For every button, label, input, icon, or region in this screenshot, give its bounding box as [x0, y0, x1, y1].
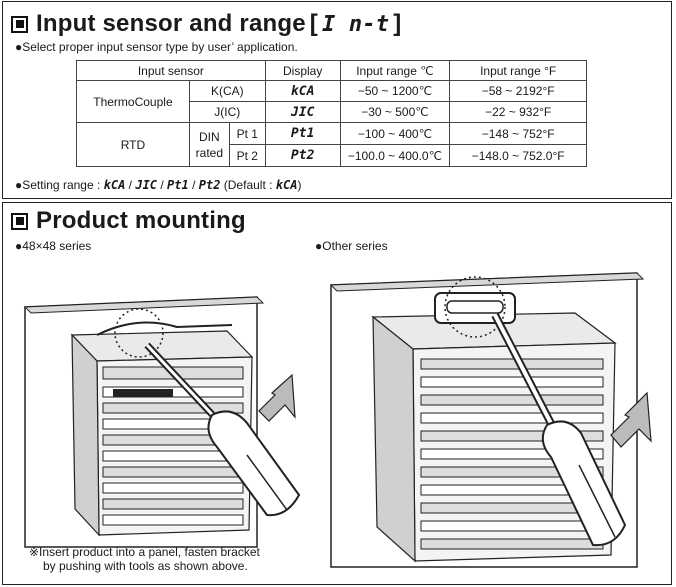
header-range-c: Input range ℃ — [339, 60, 451, 81]
din-label: DIN — [199, 129, 220, 144]
mounting-illustration-48x48 — [23, 296, 301, 548]
rtd-label: RTD — [76, 122, 190, 167]
code-bracket-open: [ — [309, 10, 318, 37]
range-c: −100.0 ~ 400.0℃ — [339, 144, 451, 167]
input-sensor-section: Input sensor and range [ I n-t ] ●Select… — [2, 1, 672, 199]
push-arrow-icon — [258, 373, 296, 422]
section-heading-mounting: Product mounting — [11, 207, 246, 235]
setting-value-kca: kCA — [103, 178, 126, 192]
setting-prefix: ●Setting range : — [15, 178, 104, 192]
header-display: Display — [264, 60, 341, 81]
input-type-code: I n-t — [321, 11, 390, 37]
table-row: ThermoCouple K(CA) kCA −50 ~ 1200℃ −58 ~… — [76, 80, 587, 123]
section-title-mounting: Product mounting — [36, 207, 246, 234]
sensor-type: K(CA) — [188, 80, 266, 102]
section-bullet-icon — [11, 212, 28, 230]
sensor-type: Pt 2 — [228, 144, 266, 167]
screwdriver-icon — [491, 313, 627, 547]
display-code: kCA — [264, 80, 341, 102]
terminal-rows — [102, 366, 244, 526]
bracket-highlight-circle — [114, 308, 164, 358]
code-bracket-close: ] — [393, 10, 402, 37]
setting-sep: / — [125, 178, 136, 192]
header-input-sensor: Input sensor — [76, 60, 266, 81]
screwdriver-icon — [144, 342, 301, 517]
rated-label: rated — [195, 145, 224, 160]
mounting-caption: ※Insert product into a panel, fasten bra… — [29, 545, 260, 573]
sensor-range-table: Input sensor Display Input range ℃ Input… — [76, 60, 587, 167]
range-c: −30 ~ 500℃ — [339, 101, 451, 123]
label-48x48-series: ●48×48 series — [15, 239, 92, 253]
push-arrow-icon — [610, 391, 652, 448]
section-title-input: Input sensor and range — [36, 10, 306, 37]
mounting-bracket — [96, 321, 233, 336]
table-row: Pt 2 Pt2 −100.0 ~ 400.0℃ −148.0 ~ 752.0°… — [77, 144, 587, 167]
caption-line-1: ※Insert product into a panel, fasten bra… — [29, 545, 260, 559]
din-rated-label: DIN rated — [188, 122, 230, 167]
caption-line-2: by pushing with tools as shown above. — [43, 559, 248, 573]
range-f: −148.0 ~ 752.0°F — [449, 144, 587, 167]
default-close: ) — [297, 178, 302, 192]
default-open: (Default : — [220, 178, 276, 192]
sensor-type: J(IC) — [188, 101, 266, 123]
table-row: RTD DIN rated Pt 1 Pt1 −100 ~ 400℃ −148 … — [76, 122, 587, 167]
range-c: −100 ~ 400℃ — [339, 122, 451, 145]
setting-value-pt1: Pt1 — [167, 178, 189, 192]
thermocouple-label: ThermoCouple — [76, 80, 190, 123]
range-f: −148 ~ 752°F — [449, 122, 587, 145]
setting-range-note: ●Setting range : kCA / JIC / Pt1 / Pt2 (… — [15, 178, 301, 192]
setting-sep: / — [157, 178, 168, 192]
label-other-series: ●Other series — [315, 239, 388, 253]
setting-value-jic: JIC — [135, 178, 158, 192]
select-sensor-note: ●Select proper input sensor type by user… — [15, 40, 298, 54]
range-c: −50 ~ 1200℃ — [339, 80, 451, 102]
range-f: −22 ~ 932°F — [449, 101, 587, 123]
range-f: −58 ~ 2192°F — [449, 80, 587, 102]
default-value: kCA — [275, 178, 298, 192]
panel-edge — [329, 272, 645, 292]
setting-value-pt2: Pt2 — [198, 178, 221, 192]
panel-edge — [23, 296, 265, 314]
controller-unit-48x48 — [70, 330, 254, 537]
display-code: Pt2 — [264, 144, 341, 167]
header-range-f: Input range °F — [449, 60, 587, 81]
setting-sep: / — [188, 178, 199, 192]
sensor-type: Pt 1 — [228, 122, 266, 145]
section-heading-input: Input sensor and range [ I n-t ] — [11, 10, 401, 38]
product-mounting-section: Product mounting ●48×48 series ●Other se… — [2, 202, 672, 585]
controller-unit-other — [371, 312, 617, 563]
display-code: JIC — [264, 101, 341, 123]
mounting-illustration-other — [329, 272, 652, 568]
section-bullet-icon — [11, 15, 28, 33]
table-header-row: Input sensor Display Input range ℃ Input… — [76, 60, 587, 81]
bracket-highlight-circle — [444, 276, 506, 338]
display-code: Pt1 — [264, 122, 341, 145]
terminal-label-strip — [113, 389, 173, 397]
